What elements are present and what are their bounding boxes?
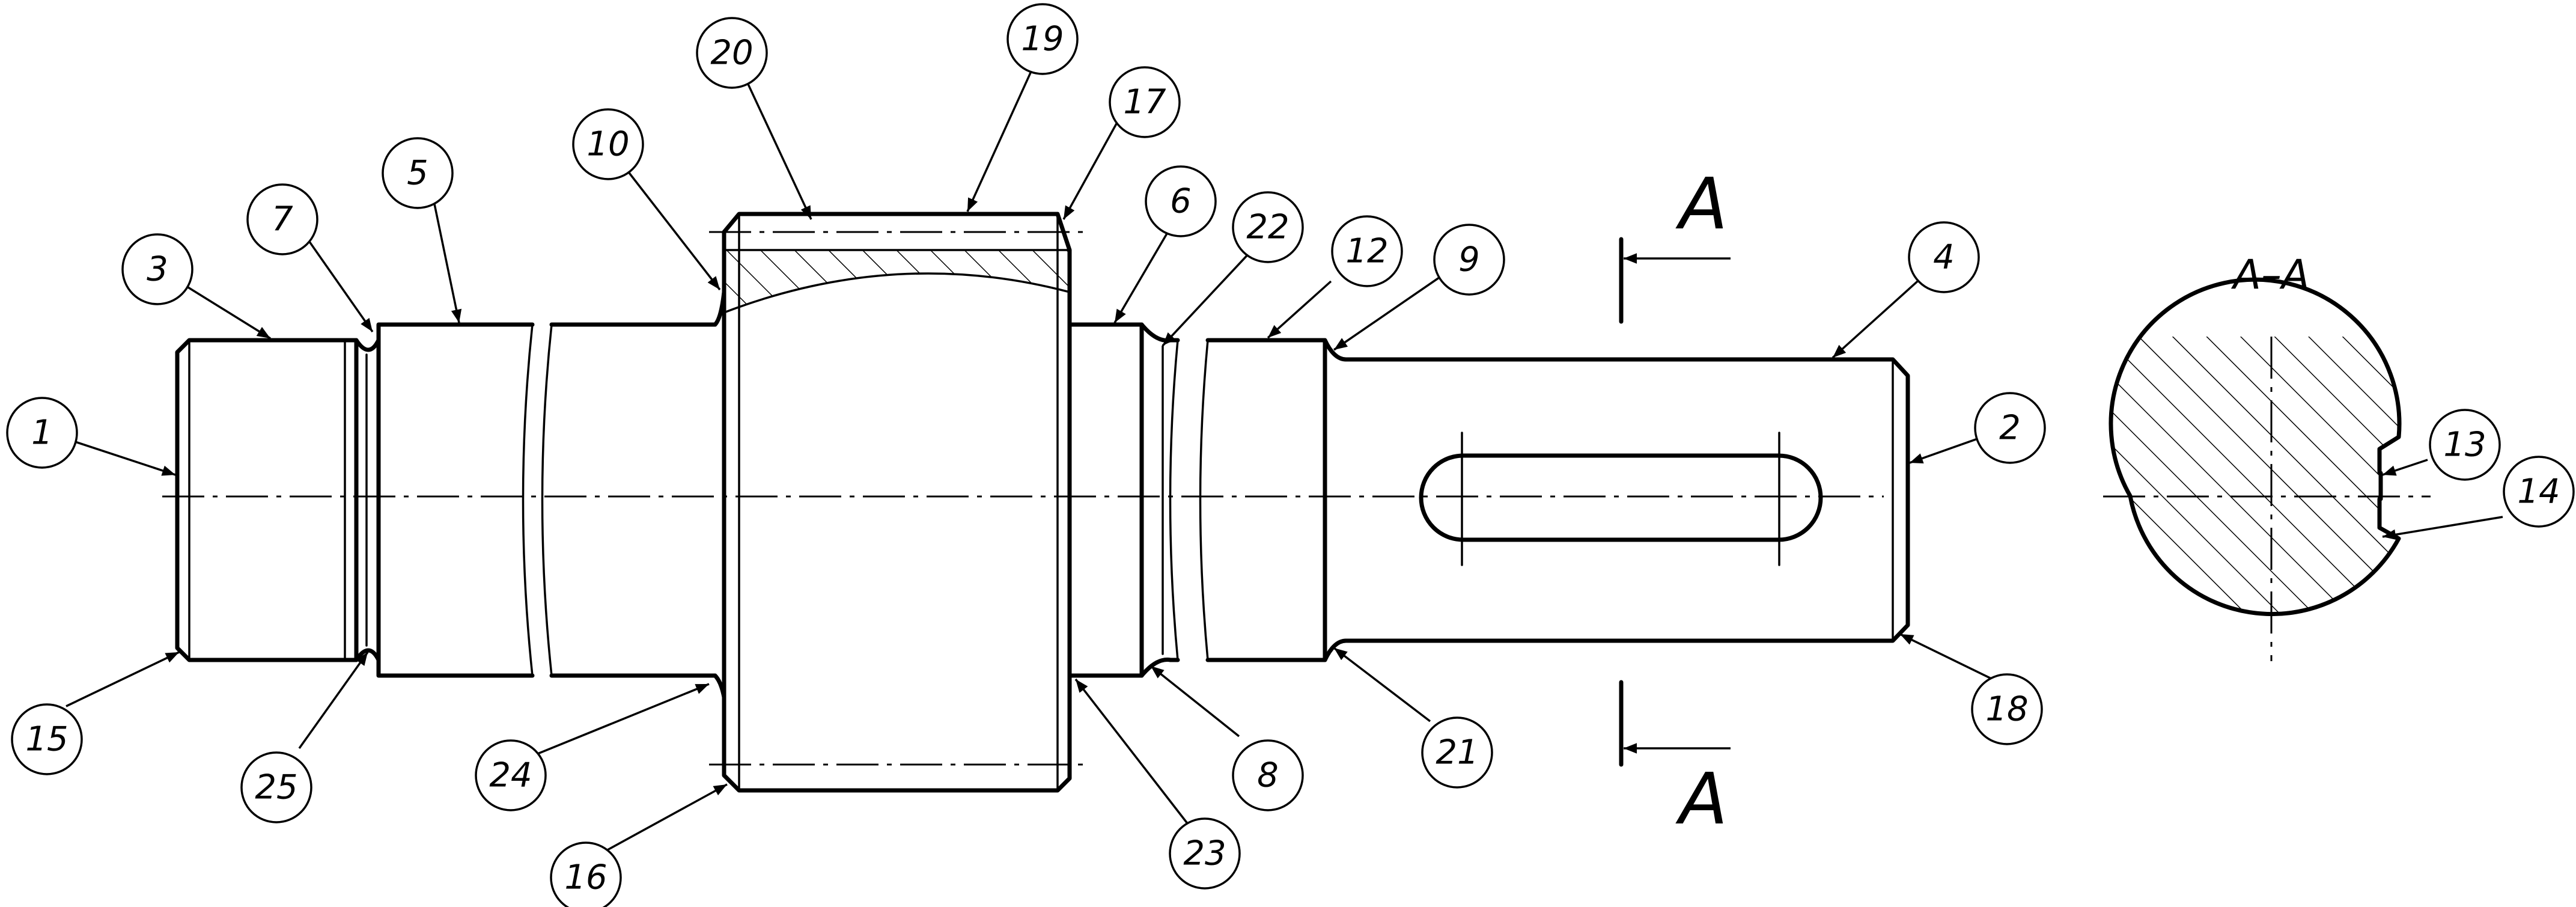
svg-text:20: 20 xyxy=(710,34,753,73)
balloon-2: 2 xyxy=(1974,392,2046,464)
balloon-16: 16 xyxy=(550,841,622,907)
keyway-slot xyxy=(1419,453,1823,542)
balloon-6: 6 xyxy=(1145,165,1217,237)
shaft-gear-rim xyxy=(722,212,1072,793)
svg-text:24: 24 xyxy=(489,756,532,795)
svg-text:10: 10 xyxy=(586,125,629,164)
balloon-7: 7 xyxy=(246,183,318,255)
section-outline xyxy=(2109,277,2402,617)
callouts: 1 2 3 4 5 6 7 8 9 10 12 13 14 15 16 17 1… xyxy=(6,3,2575,907)
svg-text:7: 7 xyxy=(272,200,293,239)
svg-text:4: 4 xyxy=(1933,238,1955,277)
section-view-title: A–A xyxy=(2230,251,2309,299)
svg-text:17: 17 xyxy=(1123,83,1166,122)
balloon-19: 19 xyxy=(1006,3,1079,75)
balloon-3: 3 xyxy=(121,233,193,305)
svg-text:8: 8 xyxy=(1257,756,1279,795)
section-hatch xyxy=(2110,337,2399,614)
balloon-24: 24 xyxy=(475,739,547,811)
svg-text:3: 3 xyxy=(147,250,168,289)
balloon-18: 18 xyxy=(1971,673,2043,745)
gear-hatch xyxy=(724,250,1070,313)
svg-text:16: 16 xyxy=(564,858,607,897)
section-letter-bottom: A xyxy=(1675,757,1728,840)
balloon-21: 21 xyxy=(1421,716,1493,789)
balloon-4: 4 xyxy=(1908,221,1980,293)
balloon-8: 8 xyxy=(1232,739,1304,811)
balloon-12: 12 xyxy=(1331,215,1403,287)
balloon-10: 10 xyxy=(572,108,644,180)
balloon-14: 14 xyxy=(2503,456,2575,528)
balloon-1: 1 xyxy=(6,397,78,469)
svg-text:12: 12 xyxy=(1345,232,1388,271)
shaft-keyed-end xyxy=(1344,357,1910,643)
svg-text:15: 15 xyxy=(25,720,68,759)
svg-text:6: 6 xyxy=(1170,182,1192,221)
svg-text:14: 14 xyxy=(2517,472,2560,512)
svg-text:9: 9 xyxy=(1458,240,1480,279)
svg-text:25: 25 xyxy=(255,768,297,807)
break-line-left xyxy=(522,323,553,677)
balloon-13: 13 xyxy=(2429,409,2501,481)
section-a-a-view: A–A xyxy=(2103,251,2431,661)
svg-text:21: 21 xyxy=(1436,733,1478,772)
svg-text:1: 1 xyxy=(31,414,53,453)
section-letter-top: A xyxy=(1675,162,1728,245)
balloon-15: 15 xyxy=(11,703,83,775)
balloon-17: 17 xyxy=(1109,66,1181,138)
section-cut-marks: A A xyxy=(1619,162,1731,840)
svg-text:5: 5 xyxy=(407,154,428,193)
svg-text:23: 23 xyxy=(1183,834,1226,873)
balloon-22: 22 xyxy=(1232,191,1304,263)
svg-text:19: 19 xyxy=(1021,20,1064,59)
break-line-right xyxy=(1169,339,1209,661)
shaft-left-journal xyxy=(175,338,359,662)
balloon-23: 23 xyxy=(1169,817,1241,890)
shaft-groove-right xyxy=(1139,322,1173,678)
balloon-5: 5 xyxy=(382,137,454,209)
balloon-25: 25 xyxy=(240,751,312,823)
balloon-9: 9 xyxy=(1433,224,1505,296)
svg-text:13: 13 xyxy=(2443,426,2486,465)
balloon-20: 20 xyxy=(696,17,768,89)
svg-text:2: 2 xyxy=(1999,409,2021,448)
svg-text:22: 22 xyxy=(1246,208,1289,247)
shaft-body-right xyxy=(1067,322,1144,678)
shaft-main-view xyxy=(162,212,1910,793)
svg-text:18: 18 xyxy=(1985,690,2028,729)
shaft-body-left xyxy=(376,322,535,678)
shaft-collar xyxy=(1205,338,1327,662)
